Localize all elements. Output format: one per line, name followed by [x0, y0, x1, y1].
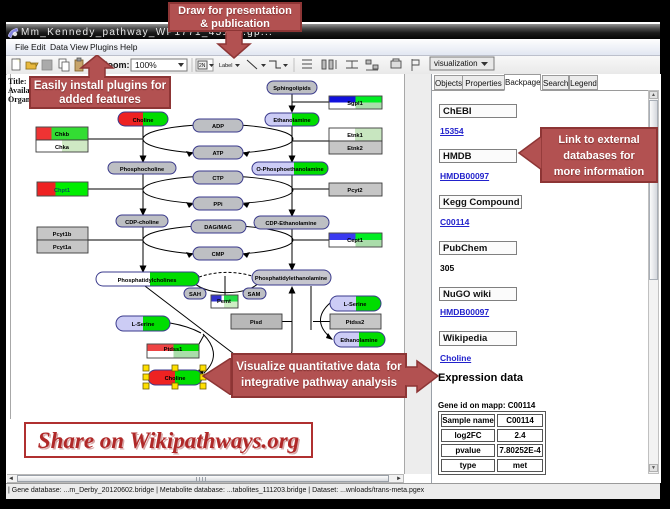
svg-text:Sgpl1: Sgpl1	[347, 101, 363, 107]
svg-text:SAM: SAM	[248, 292, 261, 298]
svg-text:Availab: Availab	[8, 86, 35, 95]
svg-text:Pcyt1a: Pcyt1a	[53, 245, 72, 251]
svg-text:Ethanolamine: Ethanolamine	[273, 118, 310, 124]
svg-text:CDP-Ethanolamine: CDP-Ethanolamine	[265, 221, 316, 227]
svg-text:Choline: Choline	[165, 376, 186, 382]
svg-text:CDP-choline: CDP-choline	[125, 220, 159, 226]
svg-text:DAG/MAG: DAG/MAG	[204, 225, 232, 231]
svg-text:SAH: SAH	[189, 292, 201, 298]
svg-text:Etnk2: Etnk2	[347, 146, 363, 152]
svg-text:CTP: CTP	[212, 176, 224, 182]
svg-text:Pcyt1b: Pcyt1b	[53, 232, 72, 238]
svg-text:Pemt: Pemt	[217, 299, 231, 305]
svg-text:L-Serine: L-Serine	[132, 322, 155, 328]
svg-text:Chka: Chka	[55, 145, 70, 151]
svg-text:Chkb: Chkb	[55, 132, 70, 138]
svg-text:PPi: PPi	[213, 202, 223, 208]
svg-text:Organis: Organis	[8, 95, 36, 104]
svg-text:CMP: CMP	[212, 252, 225, 258]
svg-text:Pcyt2: Pcyt2	[347, 188, 362, 194]
svg-text:Label: Label	[219, 63, 232, 69]
svg-text:Title:: Title:	[8, 77, 27, 86]
svg-text:Ptdss2: Ptdss2	[346, 320, 365, 326]
svg-text:Phosphatidylcholines: Phosphatidylcholines	[118, 278, 177, 284]
svg-text:Ethanolamine: Ethanolamine	[340, 338, 377, 344]
svg-text:Sphingolipids: Sphingolipids	[273, 86, 311, 92]
svg-text:Phosphatidylethanolamine: Phosphatidylethanolamine	[255, 276, 327, 282]
svg-text:100%: 100%	[135, 60, 157, 70]
svg-text:Chpt1: Chpt1	[54, 188, 70, 194]
svg-text:Phosphocholine: Phosphocholine	[120, 167, 164, 173]
svg-text:Zoom:: Zoom:	[102, 60, 130, 70]
svg-text:Ptdss1: Ptdss1	[164, 347, 183, 353]
svg-text:ADP: ADP	[212, 124, 224, 130]
svg-text:Etnk1: Etnk1	[347, 133, 363, 139]
svg-text:Pisd: Pisd	[250, 320, 263, 326]
svg-text:ATP: ATP	[213, 151, 224, 157]
svg-text:visualization: visualization	[434, 59, 478, 68]
svg-text:Choline: Choline	[133, 118, 154, 124]
svg-text:Cept1: Cept1	[347, 238, 363, 244]
svg-text:O-Phosphoethanolamine: O-Phosphoethanolamine	[256, 167, 323, 173]
svg-text:L-Serine: L-Serine	[344, 302, 367, 308]
svg-text:2N: 2N	[199, 63, 206, 69]
